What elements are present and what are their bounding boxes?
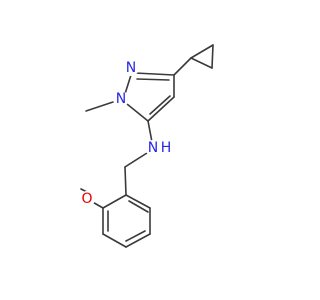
bond-bz-3 xyxy=(125,233,151,248)
bond-bz-6 xyxy=(102,194,127,209)
atom-n2: N xyxy=(123,60,139,76)
atom-n1: N xyxy=(113,91,129,107)
bonds xyxy=(80,44,214,248)
bond-cp-c3 xyxy=(173,57,192,76)
atom-n1-label: N xyxy=(116,91,126,107)
bond-c5-c4-a xyxy=(147,96,175,122)
bond-bz-1b xyxy=(128,200,149,213)
atom-o: O xyxy=(79,191,95,207)
bond-n1-c5 xyxy=(126,103,149,122)
atom-nh-h-label: H xyxy=(161,140,172,156)
bond-ch2-ring xyxy=(124,166,127,196)
bond-n1-methyl xyxy=(85,100,117,112)
bond-bz-3b xyxy=(125,230,146,242)
molecule-diagram: N N N H O xyxy=(79,44,214,248)
atom-nh: N H xyxy=(145,140,172,156)
bond-cp-2 xyxy=(211,44,214,69)
bond-c3-n2-b xyxy=(136,78,170,81)
bond-cp-1 xyxy=(190,44,214,59)
bond-cp-3 xyxy=(190,57,213,69)
atom-n2-label: N xyxy=(126,60,136,76)
structure-canvas: N N N H O xyxy=(79,44,214,248)
atom-nh-n-label: N xyxy=(148,140,158,156)
bond-c5-nh xyxy=(147,120,153,143)
bond-c5-c4-b xyxy=(149,95,171,115)
bond-bz-1 xyxy=(125,194,151,209)
bond-bz-4 xyxy=(102,233,127,248)
atom-labels: N N N H O xyxy=(79,60,172,207)
bond-c3-n2-a xyxy=(134,72,175,76)
bond-nh-ch2 xyxy=(124,152,148,168)
atom-o-label: O xyxy=(81,191,92,207)
